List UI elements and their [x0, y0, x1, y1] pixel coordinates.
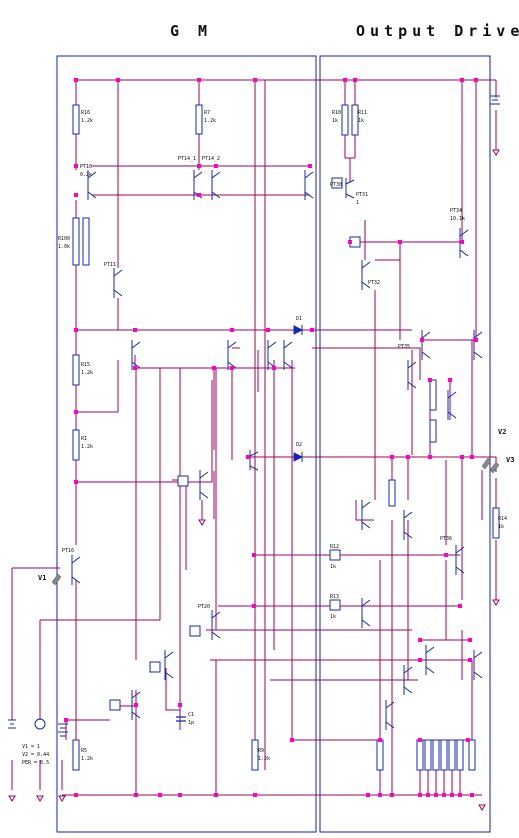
- probe-v1-label: V1: [38, 574, 46, 582]
- gm-res-value-5: 1.2k: [81, 756, 93, 762]
- gm-res-name-1: R7: [204, 110, 210, 116]
- drv-tr-value-1: 1: [356, 200, 359, 206]
- diode-label-0: D1: [296, 316, 302, 322]
- gm-res-name-2: R100: [58, 236, 70, 242]
- drv-res-name-1: R11: [358, 110, 367, 116]
- gm-res-value-0: 1.2k: [81, 118, 93, 124]
- v1-param-1: V2 = 0.44: [22, 752, 49, 758]
- component-labels: R16 1.2k R7 1.2k R100 1.0k R15 1.2k R1 1…: [58, 110, 507, 762]
- drv-tr-name-1: PT31: [356, 192, 368, 198]
- gm-res-value-1: 1.2k: [204, 118, 216, 124]
- drv-res-value-1: 1k: [358, 118, 364, 124]
- gm-res-name-4: R1: [81, 436, 87, 442]
- probe-v3-label: V3: [506, 456, 514, 464]
- gm-tr-name-2: PT14_1: [178, 156, 196, 162]
- gm-tr-name-0: PT10: [80, 164, 92, 170]
- diode-label-1: D2: [296, 442, 302, 448]
- sources: [8, 95, 500, 737]
- probes: [51, 457, 500, 586]
- capacitor-value: 1p: [188, 720, 194, 726]
- drv-res-value-2: 1k: [330, 564, 336, 570]
- gm-res-name-0: R16: [81, 110, 90, 116]
- gm-tr-name-3: PT14_2: [202, 156, 220, 162]
- drv-tr-name-0: PT30: [330, 182, 342, 188]
- drv-res-value-0: 1k: [332, 118, 338, 124]
- gm-tr-value-0: 0.2k: [80, 172, 92, 178]
- drv-tr-name-5: PT36: [440, 536, 452, 542]
- v1-param-0: V1 = 1: [22, 744, 40, 750]
- resistors: [72, 104, 500, 771]
- v1-param-2: PER = 0.5: [22, 760, 49, 766]
- gm-res-value-2: 1.0k: [58, 244, 70, 250]
- probe-v2-label: V2: [498, 428, 506, 436]
- gm-tr-name-4: PT16: [62, 548, 74, 554]
- driver-block-title: Output Driver: [356, 22, 519, 40]
- driver-block-outline: [319, 55, 491, 833]
- ground-symbols: [8, 149, 500, 811]
- drv-res-name-4: R14: [498, 516, 507, 522]
- drv-tr-name-4: PT35: [398, 344, 410, 350]
- gm-tr-name-5: PT20: [198, 604, 210, 610]
- gm-res-value-4: 1.2k: [81, 444, 93, 450]
- drv-tr-name-2: PT32: [368, 280, 380, 286]
- gm-res-name-6: R9: [258, 748, 264, 754]
- diodes: [293, 325, 304, 462]
- gm-res-value-6: 1.2k: [258, 756, 270, 762]
- gm-block-outline: [56, 55, 317, 833]
- capacitor-c1: [176, 716, 186, 722]
- drv-tr-name-3: PT34: [450, 208, 462, 214]
- drv-res-name-2: R12: [330, 544, 339, 550]
- drv-res-value-3: 1k: [330, 614, 336, 620]
- gm-block-title: G M: [170, 22, 212, 40]
- drv-res-name-0: R10: [332, 110, 341, 116]
- gm-tr-name-1: PT11: [104, 262, 116, 268]
- drv-res-value-4: 1k: [498, 524, 504, 530]
- gm-res-value-3: 1.2k: [81, 370, 93, 376]
- junction-nodes: [64, 78, 478, 797]
- gm-res-name-5: R5: [81, 748, 87, 754]
- gm-res-name-3: R15: [81, 362, 90, 368]
- transistors: [71, 170, 483, 730]
- drv-tr-value-3: 10.1k: [450, 216, 465, 222]
- capacitor-name: C1: [188, 712, 194, 718]
- drv-res-name-3: R13: [330, 594, 339, 600]
